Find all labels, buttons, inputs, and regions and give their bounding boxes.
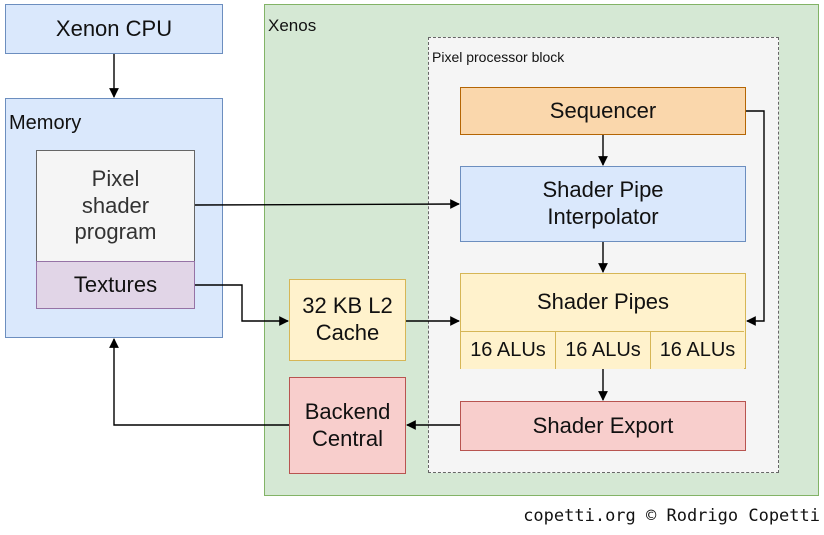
backend-central-block: Backend Central [289,377,406,474]
credit-text: copetti.org © Rodrigo Copetti [523,506,820,526]
xenos-label: Xenos [268,16,317,35]
l2-cache-label: 32 KB L2 Cache [302,293,393,345]
alu-cell-1: 16 ALUs [461,331,556,369]
shader-export-block: Shader Export [460,401,746,451]
xenon-cpu-block: Xenon CPU [5,4,223,54]
pixel-shader-program-label: Pixel shader program [74,165,157,245]
l2-cache-block: 32 KB L2 Cache [289,279,406,361]
textures-block: Textures [36,261,195,309]
shader-pipes-label: Shader Pipes [536,288,670,314]
sequencer-block: Sequencer [460,87,746,135]
xenon-cpu-label: Xenon CPU [55,15,173,41]
shader-export-label: Shader Export [532,412,674,438]
arrow-backend-to-memory [109,338,289,426]
arrow-textures-to-cache [195,284,289,326]
backend-central-label: Backend Central [304,398,391,451]
shader-pipes-block: Shader Pipes 16 ALUs 16 ALUs 16 ALUs [460,273,746,369]
sequencer-label: Sequencer [549,97,657,123]
shader-pipe-interpolator-label: Shader Pipe Interpolator [542,177,664,229]
pixel-shader-program-block: Pixel shader program [36,150,195,262]
arrow-program-to-interpolator [194,199,460,209]
shader-pipe-interpolator-block: Shader Pipe Interpolator [460,166,746,242]
alu-cell-2: 16 ALUs [556,331,651,369]
textures-label: Textures [73,271,158,297]
arrow-sequencer-to-pipes [746,110,765,326]
alu-cell-3: 16 ALUs [651,331,744,369]
memory-label: Memory [9,112,82,134]
pixel-processor-block-label: Pixel processor block [432,49,565,65]
